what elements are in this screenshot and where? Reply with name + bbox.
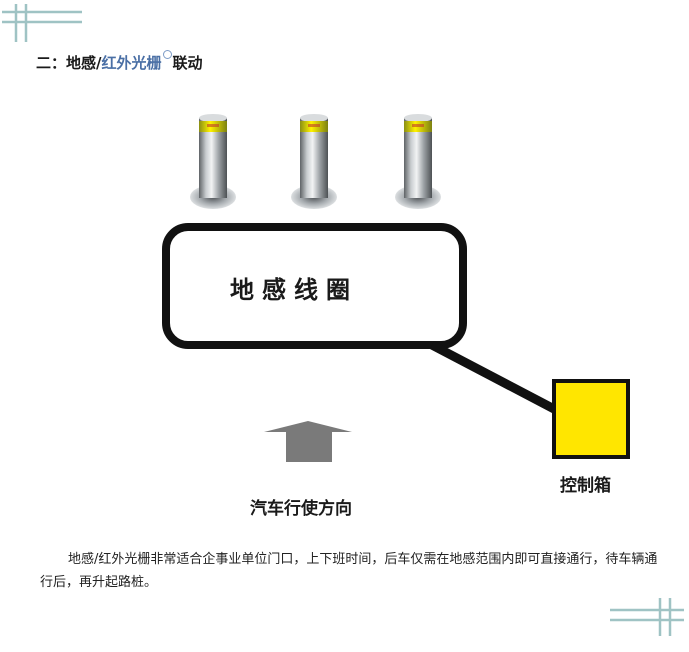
cable-line: [429, 341, 559, 414]
bollard: [395, 114, 441, 209]
heading-prefix: 二：地感/: [36, 54, 102, 72]
controller-label: 控制箱: [560, 476, 611, 496]
corner-decoration-bottom-right: [610, 598, 684, 636]
bollard: [190, 114, 236, 209]
controller-box: [552, 379, 630, 459]
ground-loop-box: [162, 223, 467, 349]
bollard: [291, 114, 337, 209]
ground-loop-label: 地感线圈: [230, 276, 358, 304]
search-icon[interactable]: [162, 50, 172, 59]
corner-decoration-top-left: [2, 4, 82, 42]
heading-suffix: 联动: [172, 54, 203, 72]
direction-label: 汽车行使方向: [250, 499, 352, 519]
direction-arrow: [264, 421, 352, 462]
description-paragraph: 地感/红外光栅非常适合企事业单位门口，上下班时间，后车仅需在地感范围内即可直接通…: [40, 552, 658, 590]
section-heading: 二：地感/红外光栅联动: [36, 50, 203, 73]
heading-link[interactable]: 红外光栅: [101, 54, 162, 72]
